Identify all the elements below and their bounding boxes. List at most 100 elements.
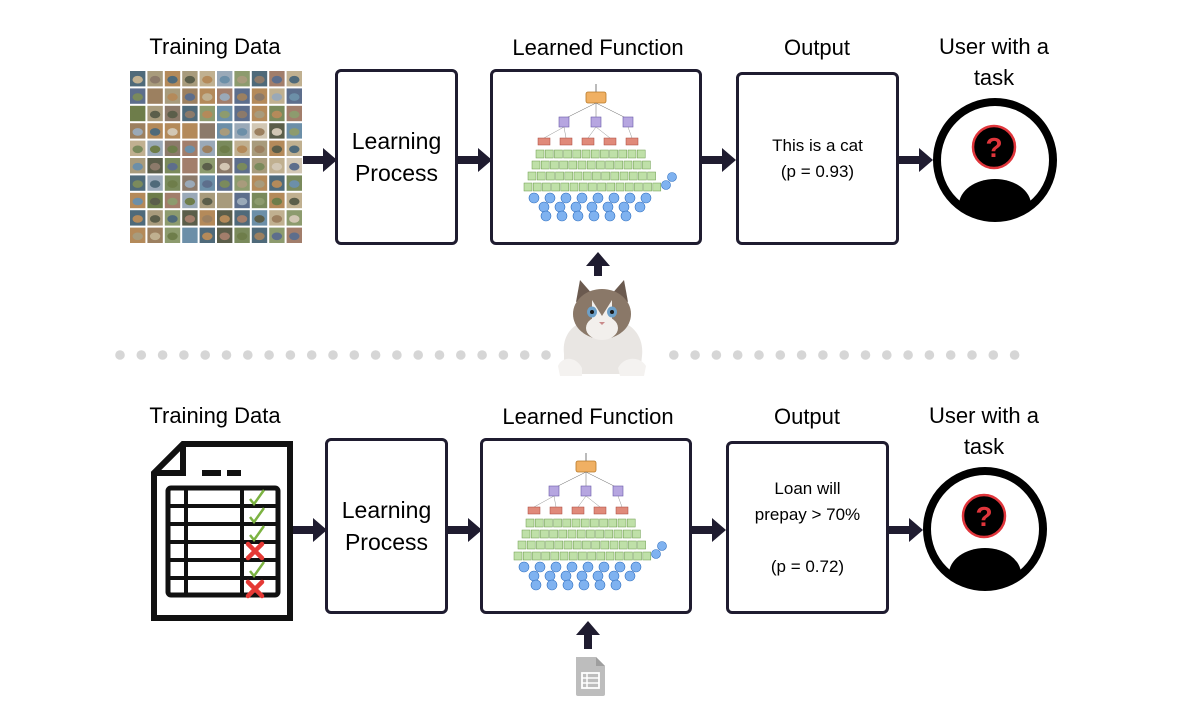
top-learning-process-box: Learning Process [335,69,458,245]
image-thumbnail-subject [236,215,248,223]
image-thumbnail-subject [132,162,143,171]
input-node [651,549,661,559]
input-node [592,192,604,204]
divider-dot [349,350,360,360]
image-thumbnail-subject [184,128,196,136]
image-thumbnail-subject [149,215,161,223]
image-thumbnail-subject [132,145,143,154]
hidden-node [587,551,596,561]
hidden-node [571,518,581,528]
hidden-node [609,540,619,550]
hidden-node [608,518,618,528]
hidden-node [513,551,523,561]
image-thumbnail-subject [184,232,196,241]
input-node [576,570,588,582]
hidden-node [559,160,568,170]
image-thumbnail-subject [202,232,213,241]
top-learning-process-text: Learning Process [351,128,442,186]
input-node [588,210,600,222]
hidden-node [595,529,604,539]
image-thumbnail-subject [149,110,161,119]
image-thumbnail-subject [184,162,196,171]
hidden-node [525,518,535,528]
pooling-node [549,506,563,515]
input-node [556,210,568,222]
bottom-output-text: Loan will prepay > 70% (p = 0.72) [754,478,861,576]
top-training-data-label: Training Data [149,34,281,59]
hidden-node [560,182,570,192]
image-thumbnail-subject [289,197,300,206]
image-thumbnail-subject [167,145,178,154]
image-thumbnail-subject [184,93,196,101]
image-thumbnail-subject [184,215,196,223]
image-thumbnail-subject [271,93,283,101]
input-node [554,201,566,213]
hidden-node [553,518,562,528]
image-thumbnail-subject [236,75,248,84]
bottom-output-label: Output [773,404,841,429]
attention-node [558,116,570,128]
divider-dot [221,350,232,360]
attention-node [622,116,634,128]
output-node [585,91,607,104]
hidden-node [544,518,553,528]
hidden-node [531,160,541,170]
hidden-node [642,160,651,170]
hidden-node [614,160,624,170]
input-node [562,579,574,591]
image-thumbnail-subject [271,128,283,136]
image-thumbnail-subject [219,232,230,241]
image-thumbnail-subject [202,110,213,119]
pooling-node [537,137,551,146]
divider-dot [434,350,445,360]
input-node [560,192,572,204]
divider-dot [945,350,956,360]
hidden-node [636,149,646,159]
hidden-node [586,160,596,170]
image-thumbnail-subject [271,197,283,206]
hidden-node [627,149,637,159]
hidden-node [601,171,610,181]
divider-dot [392,350,402,360]
hidden-node [626,518,636,528]
input-node [550,561,562,573]
divider-dot [796,350,807,360]
input-node [546,579,558,591]
image-thumbnail-subject [289,180,300,188]
hidden-node [530,529,540,539]
pooling-node [603,137,617,146]
arrow-right-icon [303,145,339,175]
image-thumbnail-subject [132,215,143,223]
image-thumbnail-subject [271,75,283,84]
hidden-node [618,540,628,550]
image-thumbnail-subject [254,110,265,119]
hidden-node [572,540,582,550]
image-thumbnail-subject [254,215,265,223]
top-user-label: User with a task [938,34,1050,90]
input-node [594,579,606,591]
hidden-node [606,182,616,192]
image-thumbnail-subject [132,110,143,119]
input-node [570,201,582,213]
hidden-node [580,518,590,528]
hidden-node [615,182,625,192]
image-thumbnail-subject [149,93,161,101]
image-thumbnail-subject [202,75,213,84]
image-thumbnail-subject [271,232,283,241]
image-thumbnail-subject [149,128,161,136]
image-thumbnail-subject [219,110,230,119]
input-node [538,201,550,213]
hidden-node [550,160,559,170]
hidden-node [622,529,632,539]
hidden-node [526,540,536,550]
arrow-right-icon [899,145,935,175]
divider-dot [477,350,487,360]
hidden-node [549,529,558,539]
pooling-node [571,506,585,515]
hidden-node [605,160,614,170]
image-thumbnail-subject [149,75,161,84]
image-thumbnail-subject [271,162,283,171]
hidden-node [628,171,638,181]
image-thumbnail-subject [184,180,196,188]
image-thumbnail-subject [289,145,300,154]
